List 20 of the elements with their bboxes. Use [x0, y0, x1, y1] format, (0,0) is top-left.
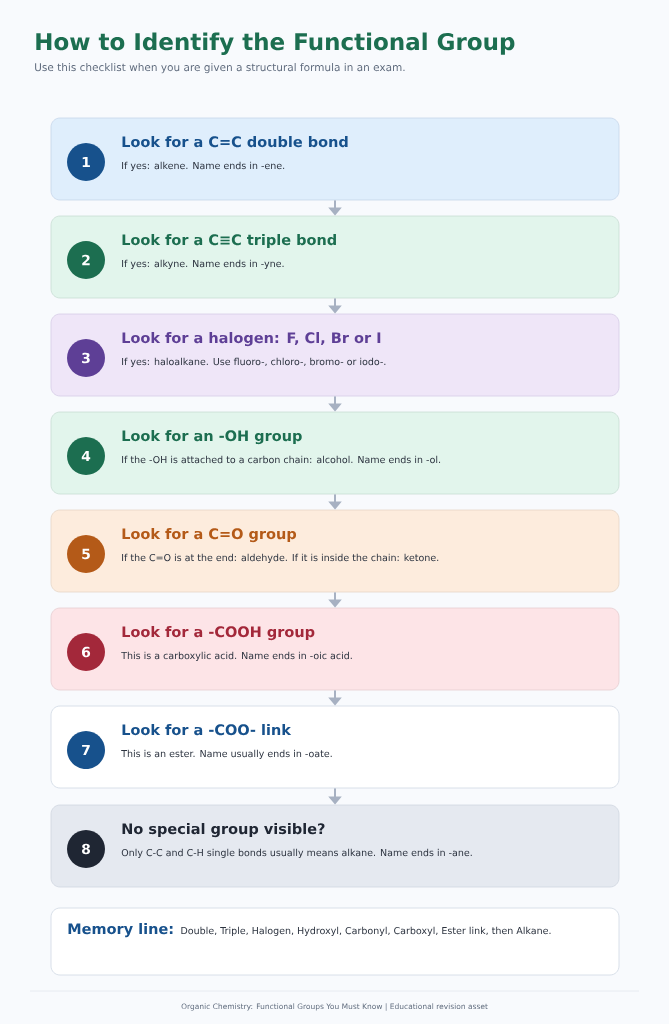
- step-description: This is an ester. Name usually ends in -oate.: [121, 749, 332, 759]
- step-heading: Look for a C≡C triple bond: [122, 234, 336, 248]
- step-heading: No special group visible?: [122, 823, 325, 838]
- step-description: If the -OH is attached to a carbon chain: alcohol. Name ends in -ol.: [122, 455, 441, 464]
- memory-heading: Memory line:: [68, 923, 173, 938]
- subtitle: Use this checklist when you are given a structural formula in an exam.: [35, 63, 405, 74]
- step-description: If the C=O is at the end: aldehyde. If it is inside the chain: ketone.: [122, 553, 439, 563]
- step-description: Only C-C and C-H single bonds usually means alkane. Name ends in -ane.: [121, 848, 472, 858]
- step-heading: Look for a C=O group: [122, 528, 297, 543]
- title: How to Identify the Functional Group: [36, 32, 515, 55]
- step-description: If yes: alkene. Name ends in -ene.: [122, 161, 285, 171]
- step-heading: Look for a -COO- link: [122, 724, 292, 736]
- memory-text: Double, Triple, Halogen, Hydroxyl, Carbonyl, Carboxyl, Ester link, then Alkane.: [181, 926, 551, 936]
- step-heading: Look for an -OH group: [122, 430, 302, 445]
- step-heading: Look for a halogen: F, Cl, Br or I: [122, 332, 381, 347]
- step-description: This is a carboxylic acid. Name ends in -oic acid.: [121, 651, 352, 661]
- step-description: If yes: haloalkane. Use fluoro-, chloro-, bromo- or iodo-.: [122, 357, 386, 367]
- step-heading: Look for a C=C double bond: [122, 135, 348, 148]
- step-heading: Look for a -COOH group: [122, 626, 315, 641]
- step-description: If yes: alkyne. Name ends in -yne.: [122, 259, 284, 269]
